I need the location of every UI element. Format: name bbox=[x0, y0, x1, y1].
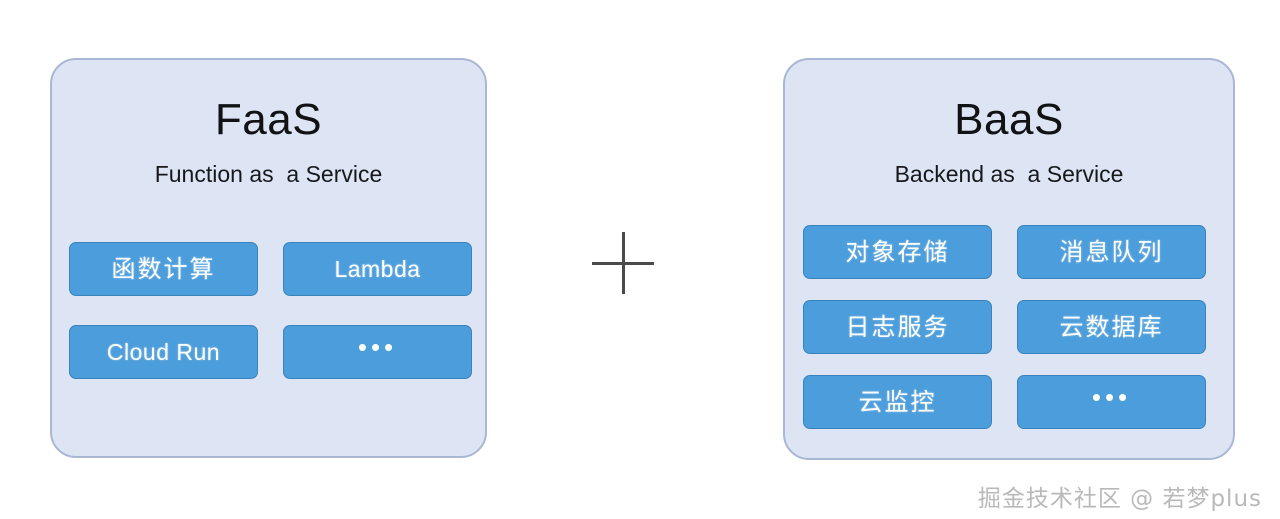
chip-faas-cloud-run[interactable]: Cloud Run bbox=[69, 325, 258, 379]
chip-faas-more[interactable]: ••• bbox=[283, 325, 472, 379]
chip-faas-lambda[interactable]: Lambda bbox=[283, 242, 472, 296]
watermark: 掘金技术社区 @ 若梦plus bbox=[977, 486, 1262, 512]
panel-baas-title: BaaS bbox=[954, 95, 1064, 144]
panel-faas-subtitle: Function as a Service bbox=[154, 161, 383, 187]
chip-faas-function-compute[interactable]: 函数计算 bbox=[69, 242, 258, 296]
plus-icon bbox=[592, 232, 654, 294]
panel-faas-title: FaaS bbox=[214, 95, 323, 144]
panel-baas-subtitle: Backend as a Service bbox=[894, 161, 1124, 187]
chip-baas-log-service[interactable]: 日志服务 bbox=[803, 300, 992, 354]
faas-service-grid: 函数计算 Lambda Cloud Run ••• bbox=[69, 242, 472, 379]
panel-baas: BaaS Backend as a Service 对象存储 消息队列 日志服务… bbox=[783, 58, 1235, 460]
plus-icon-vertical-bar bbox=[621, 232, 625, 294]
chip-baas-object-storage[interactable]: 对象存储 bbox=[803, 225, 992, 279]
chip-baas-cloud-monitor[interactable]: 云监控 bbox=[803, 375, 992, 429]
chip-baas-cloud-database[interactable]: 云数据库 bbox=[1017, 300, 1206, 354]
chip-baas-message-queue[interactable]: 消息队列 bbox=[1017, 225, 1206, 279]
panel-faas: FaaS Function as a Service 函数计算 Lambda C… bbox=[50, 58, 487, 458]
chip-baas-more[interactable]: ••• bbox=[1017, 375, 1206, 429]
baas-service-grid: 对象存储 消息队列 日志服务 云数据库 云监控 ••• bbox=[803, 225, 1206, 429]
